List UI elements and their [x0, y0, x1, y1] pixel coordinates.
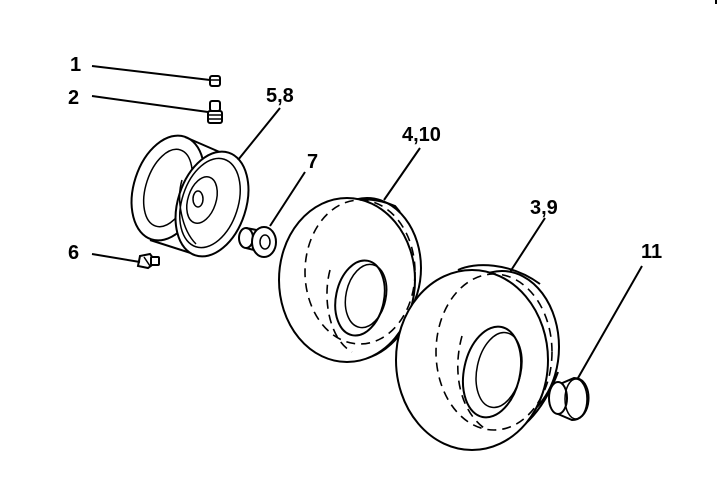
- callout-6: 6: [68, 242, 79, 264]
- callout-3-9: 3,9: [530, 197, 558, 219]
- bushing-icon: [238, 226, 277, 258]
- wheel-rim-icon: [130, 134, 250, 258]
- callout-5-8: 5,8: [266, 85, 294, 107]
- leader-line-1: [91, 65, 211, 81]
- leader-line-4-10: [383, 147, 421, 201]
- grease-fitting-icon: [136, 252, 160, 270]
- tire-icon: [395, 264, 560, 451]
- hub-cap-icon: [548, 376, 590, 422]
- leader-line-3-9: [509, 217, 546, 273]
- valve-cap-icon: [209, 75, 221, 87]
- leader-line-2: [91, 95, 209, 113]
- callout-7: 7: [307, 151, 318, 173]
- callout-2: 2: [68, 87, 79, 109]
- callout-1: 1: [70, 54, 81, 76]
- leader-line-11: [577, 265, 643, 379]
- leader-line-7: [269, 171, 306, 227]
- callout-11: 11: [641, 241, 662, 263]
- callout-4-10: 4,10: [402, 124, 441, 146]
- front-tire-icon: [278, 197, 422, 363]
- valve-stem-icon: [207, 100, 223, 124]
- leader-line-5-8: [237, 107, 281, 161]
- leader-line-6: [91, 253, 141, 263]
